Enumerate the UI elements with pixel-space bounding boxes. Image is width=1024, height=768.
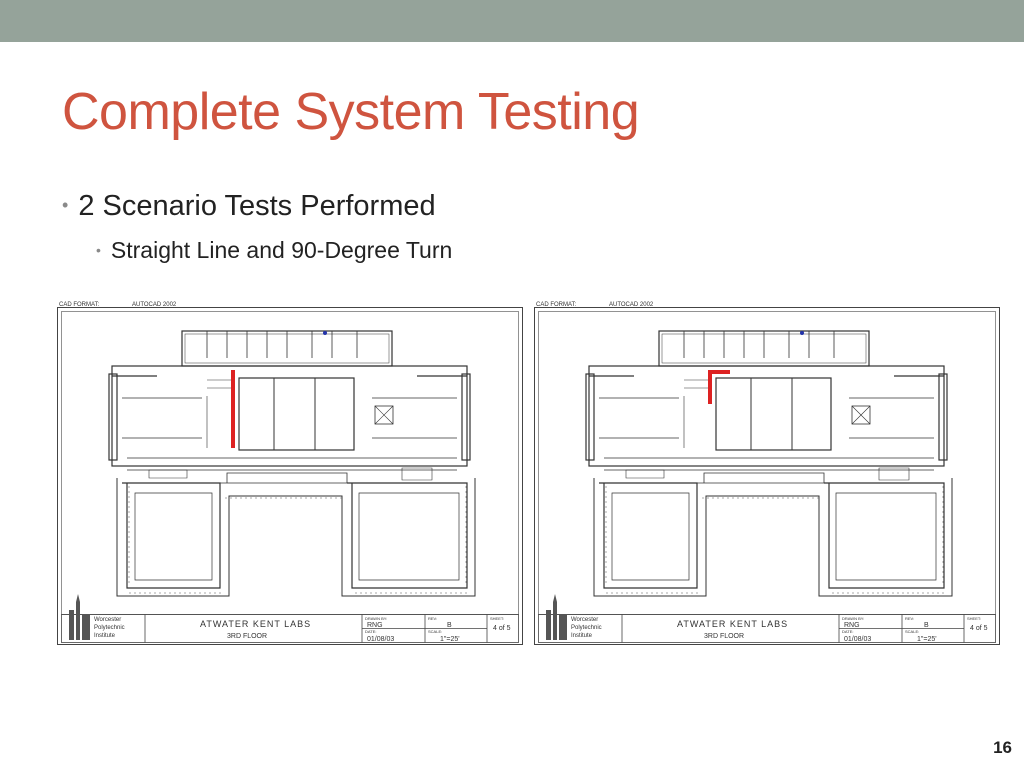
drawn-by-value: RNG <box>844 622 860 629</box>
sheet-label: SHEET: <box>967 616 981 621</box>
floor-plan-straight-line: CAD FORMAT: AUTOCAD 2002 <box>57 298 523 645</box>
rev-value: B <box>924 622 929 629</box>
date-label: DATE: <box>365 629 376 634</box>
date-value: 01/08/03 <box>367 636 394 643</box>
top-band <box>0 0 1024 42</box>
date-value: 01/08/03 <box>844 636 871 643</box>
institution-name: Institute <box>94 633 116 639</box>
sheet-label: SHEET: <box>490 616 504 621</box>
drawn-by-value: RNG <box>367 622 383 629</box>
scale-label: SCALE: <box>905 629 919 634</box>
drawn-by-label: DRAWN BY: <box>842 616 864 621</box>
floor-plan-drawing: CAD FORMAT: AUTOCAD 2002 <box>534 302 1000 645</box>
slide-number: 16 <box>993 738 1012 757</box>
bullet-text: 2 Scenario Tests Performed <box>78 190 436 222</box>
date-label: DATE: <box>842 629 853 634</box>
floor-label: 3RD FLOOR <box>227 633 267 640</box>
institution-name: Worcester <box>94 617 121 623</box>
cad-format-value: AUTOCAD 2002 <box>132 302 177 308</box>
wpi-logo-icon <box>546 594 567 640</box>
scale-value: 1"=25' <box>440 636 460 643</box>
sheet-value: 4 of 5 <box>493 625 511 632</box>
institution-name: Polytechnic <box>571 625 602 631</box>
floor-plan-drawing: CAD FORMAT: AUTOCAD 2002 <box>57 302 523 645</box>
rev-label: REV: <box>905 616 914 621</box>
institution-name: Worcester <box>571 617 598 623</box>
sheet-value: 4 of 5 <box>970 625 988 632</box>
slide-title: Complete System Testing <box>62 83 640 141</box>
building-name: ATWATER KENT LABS <box>677 619 788 629</box>
cad-format-value: AUTOCAD 2002 <box>609 302 654 308</box>
bullet-level1: • 2 Scenario Tests Performed <box>62 190 436 223</box>
rev-label: REV: <box>428 616 437 621</box>
test-path-90-degree-turn <box>708 370 730 404</box>
scale-value: 1"=25' <box>917 636 937 643</box>
building-name: ATWATER KENT LABS <box>200 619 311 629</box>
bullet-text: Straight Line and 90-Degree Turn <box>110 237 453 263</box>
floor-label: 3RD FLOOR <box>704 633 744 640</box>
start-marker-icon <box>323 331 327 335</box>
floor-plan-90-degree-turn: CAD FORMAT: AUTOCAD 2002 <box>534 298 1000 645</box>
bullet-dot: • <box>96 242 101 258</box>
cad-format-label: CAD FORMAT: <box>536 302 577 308</box>
drawn-by-label: DRAWN BY: <box>365 616 387 621</box>
wpi-logo-icon <box>69 594 90 640</box>
institution-name: Polytechnic <box>94 625 125 631</box>
bullet-dot: • <box>62 195 69 215</box>
cad-format-label: CAD FORMAT: <box>59 302 100 308</box>
start-marker-icon <box>800 331 804 335</box>
scale-label: SCALE: <box>428 629 442 634</box>
rev-value: B <box>447 622 452 629</box>
bullet-level2: • Straight Line and 90-Degree Turn <box>96 237 452 264</box>
institution-name: Institute <box>571 633 593 639</box>
